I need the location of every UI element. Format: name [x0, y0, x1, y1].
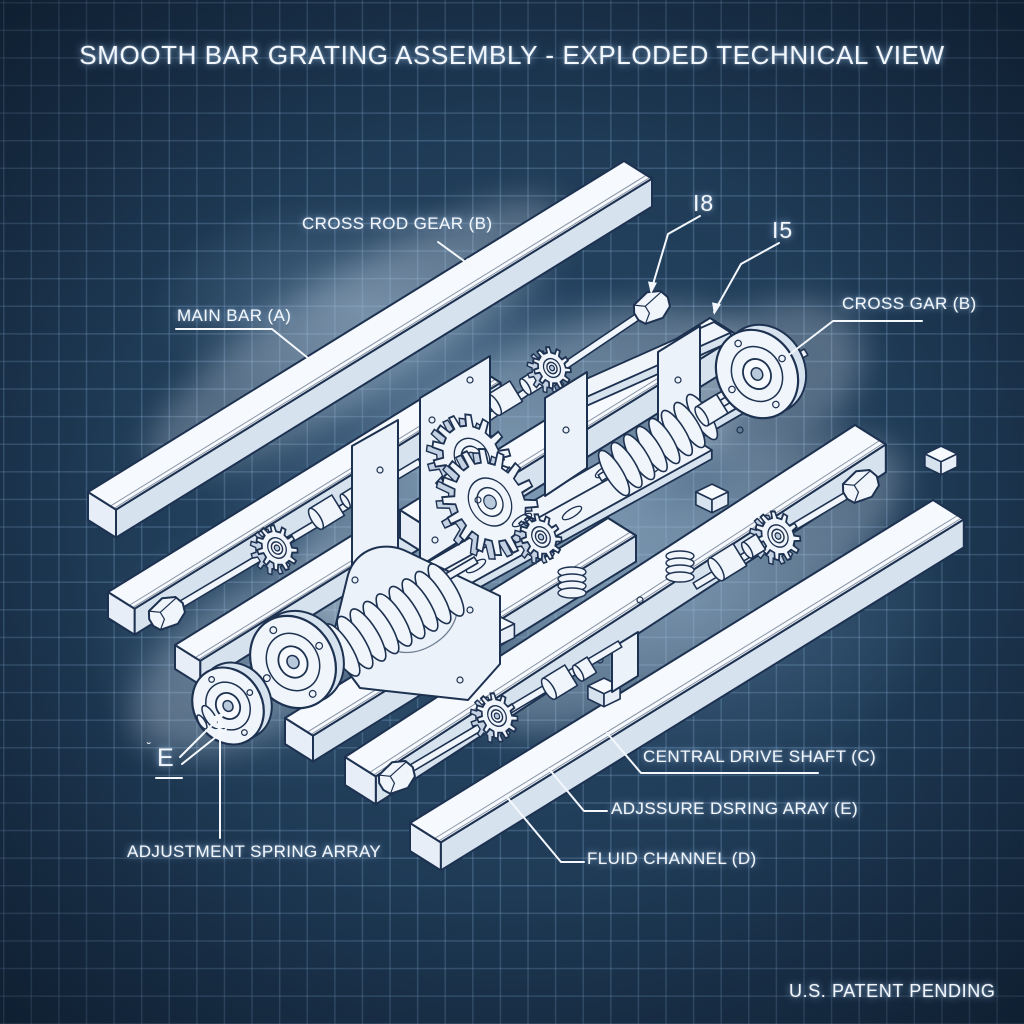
label-i5: I5 — [772, 217, 794, 243]
label-cross-rod-gear: CROSS ROD GEAR (B) — [302, 214, 493, 233]
patent-pending-note: U.S. PATENT PENDING — [789, 981, 996, 1001]
label-main-bar: MAIN BAR (A) — [177, 306, 292, 325]
page-title: SMOOTH BAR GRATING ASSEMBLY - EXPLODED T… — [79, 40, 945, 70]
cross-gar-wheel-unit — [544, 321, 809, 497]
fluid-channel-bar — [409, 499, 965, 872]
label-e-detail: E — [157, 744, 175, 772]
bottom-gear-shaft — [377, 631, 639, 795]
main-bar-a — [87, 160, 653, 539]
label-fluid-channel: FLUID CHANNEL (D) — [587, 849, 757, 868]
label-adjssure-dsring-aray: ADJSSURE DSRING ARAY (E) — [611, 799, 859, 818]
label-e-detail-mark: ˘ — [147, 740, 152, 754]
label-adjustment-spring-array: ADJUSTMENT SPRING ARRAY — [127, 842, 382, 861]
label-cross-gar: CROSS GAR (B) — [842, 294, 977, 313]
label-central-drive-shaft: CENTRAL DRIVE SHAFT (C) — [643, 747, 877, 766]
leader-lines — [155, 215, 923, 863]
adjustment-spring-unit — [191, 545, 501, 746]
right-gear-shaft — [692, 445, 958, 590]
label-i8: I8 — [693, 190, 715, 216]
